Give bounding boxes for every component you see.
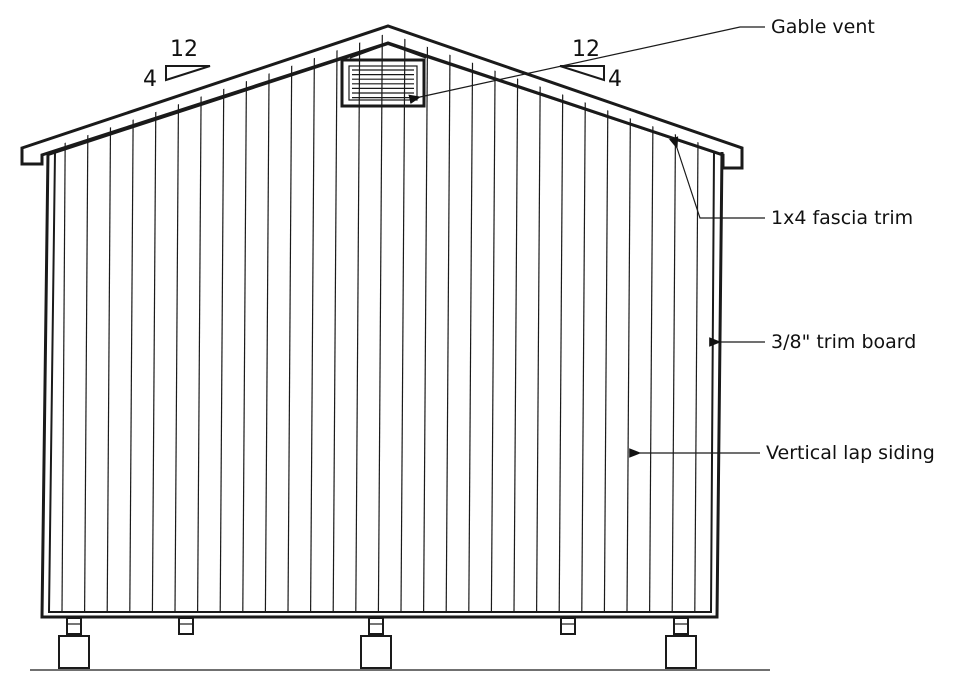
siding-board-seam (400, 33, 406, 613)
siding-board-seam (377, 33, 383, 613)
label-gable-vent: Gable vent (771, 16, 875, 38)
siding-board-seam (581, 33, 587, 613)
siding-board-seam (648, 33, 655, 613)
siding-board-seam (287, 33, 293, 613)
siding-board-seam (310, 33, 316, 613)
siding-board-seam (603, 33, 610, 613)
callout-trim-board: 3/8" trim board (709, 331, 916, 353)
pitch-right-rise: 4 (608, 67, 622, 92)
siding-board-seam (106, 33, 112, 613)
siding-board-seam (355, 33, 361, 613)
roof-pitch-left: 12 4 (143, 37, 211, 92)
pitch-left-rise: 4 (143, 67, 157, 92)
skid-block (178, 617, 194, 635)
siding-board-seam (151, 33, 157, 613)
vertical-lap-siding (61, 33, 700, 613)
siding-board-seam (694, 33, 700, 613)
callout-siding: Vertical lap siding (629, 442, 935, 464)
siding-board-seam (423, 33, 429, 613)
siding-board-seam (513, 33, 519, 613)
pitch-left-run: 12 (170, 37, 198, 62)
siding-board-seam (671, 33, 677, 613)
siding-board-seam (490, 33, 496, 613)
label-trim-board: 3/8" trim board (771, 331, 916, 353)
gable-vent (340, 58, 426, 108)
siding-board-seam (626, 33, 632, 613)
siding-board-seam (468, 33, 474, 613)
siding-board-seam (129, 33, 135, 613)
roof-fascia (20, 24, 744, 170)
siding-board-seam (84, 33, 90, 613)
pitch-right-run: 12 (572, 37, 600, 62)
concrete-pier (665, 617, 697, 669)
siding-board-seam (535, 33, 542, 613)
siding-board-seam (332, 33, 338, 613)
siding-board-seam (219, 33, 225, 613)
label-siding: Vertical lap siding (766, 442, 935, 464)
callout-gable-vent: Gable vent (408, 16, 875, 104)
roof-pitch-right: 12 4 (559, 37, 622, 92)
skid-block (560, 617, 576, 635)
siding-board-seam (445, 33, 451, 613)
concrete-pier (58, 617, 90, 669)
siding-board-seam (174, 33, 180, 613)
siding-board-seam (61, 33, 67, 613)
gable-roof-edge (20, 24, 744, 170)
siding-board-seam (242, 33, 248, 613)
foundation-piers (58, 617, 697, 669)
siding-board-seam (197, 33, 203, 613)
label-fascia-trim: 1x4 fascia trim (771, 207, 913, 229)
siding-board-seam (264, 33, 270, 613)
callout-fascia-trim: 1x4 fascia trim (669, 136, 913, 229)
siding-board-seam (558, 33, 564, 613)
end-wall (40, 151, 724, 619)
concrete-pier (360, 617, 392, 669)
